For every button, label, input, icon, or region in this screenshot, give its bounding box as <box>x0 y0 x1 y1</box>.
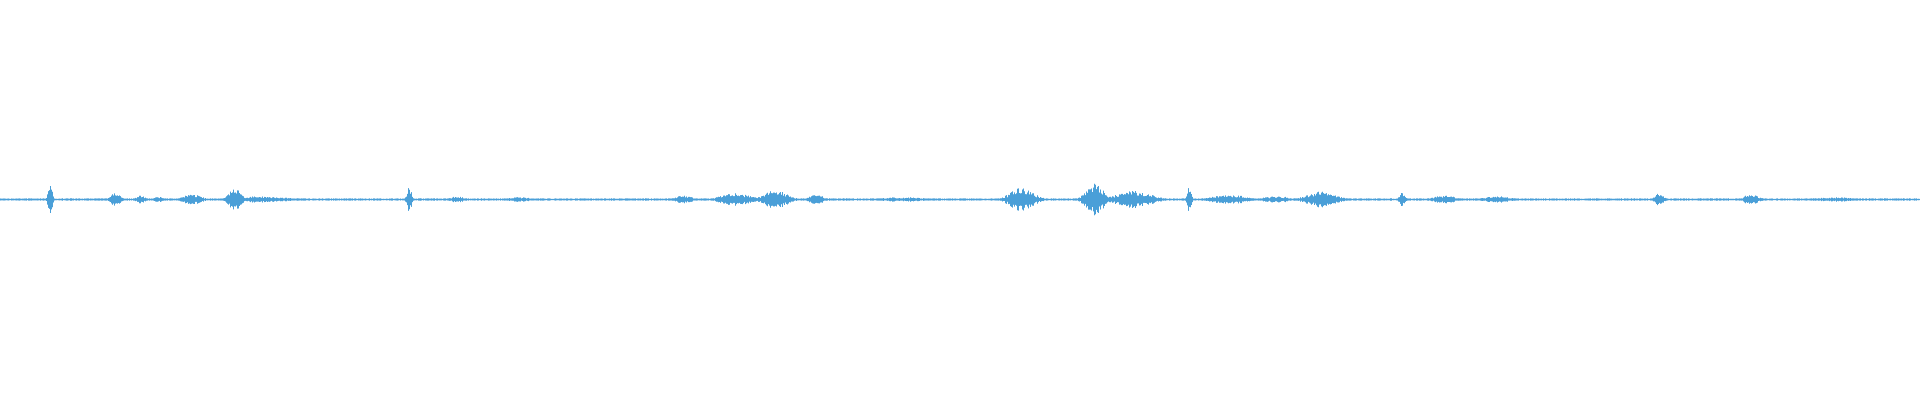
waveform-trace <box>0 183 1920 216</box>
